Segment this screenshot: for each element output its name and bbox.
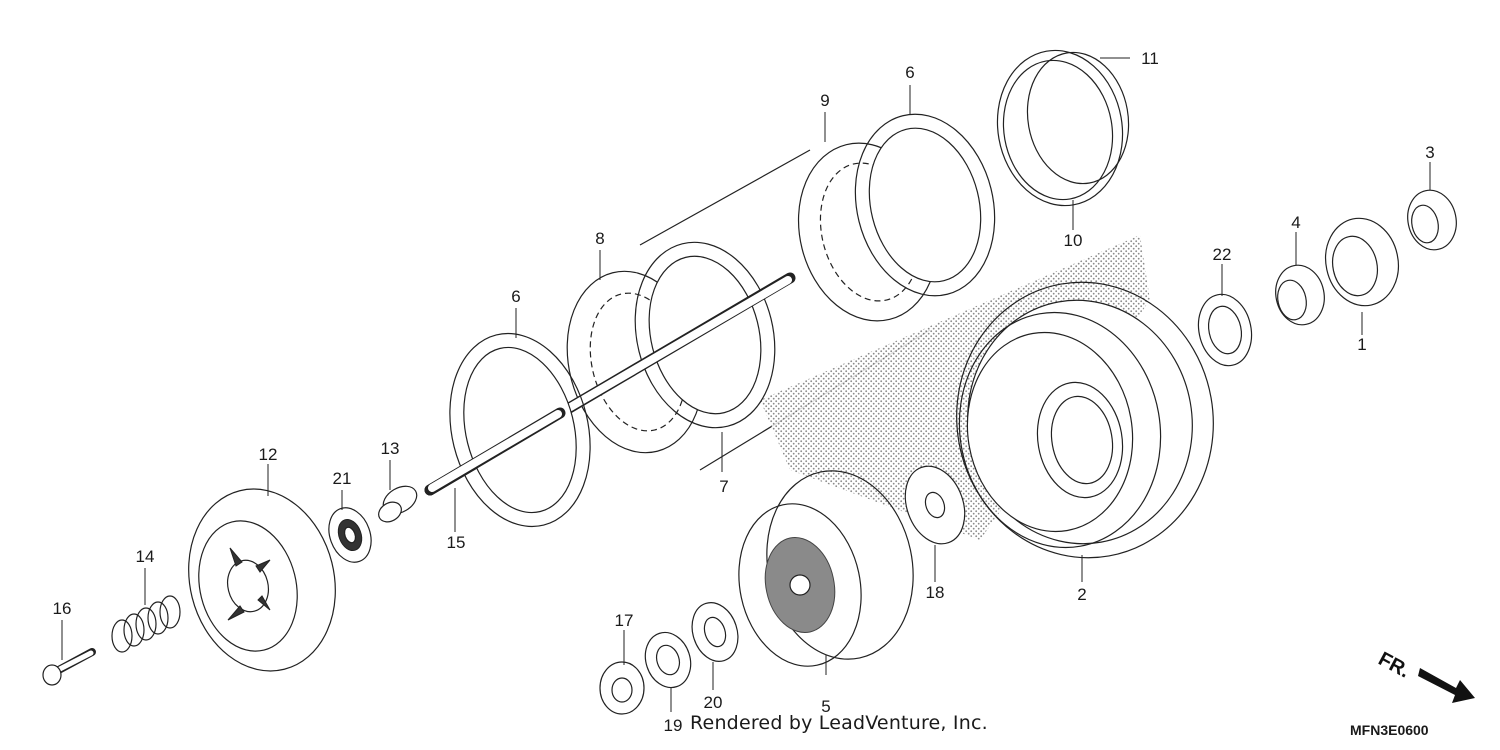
spring-14 [111, 595, 181, 653]
lifter-piece-13 [378, 485, 418, 523]
part-number-5: 5 [821, 697, 830, 716]
part-number-19: 19 [664, 716, 683, 735]
bolt-16 [42, 648, 96, 686]
part-number-15: 15 [447, 533, 466, 552]
washer-18 [904, 465, 966, 545]
front-direction-arrow-icon [1418, 668, 1475, 703]
clutch-center-hub-5 [738, 470, 914, 667]
part-number-13: 13 [381, 439, 400, 458]
leader-lines [61, 57, 1431, 712]
render-credit: Rendered by LeadVenture, Inc. [690, 712, 988, 734]
friction-disc-6-lower [424, 332, 591, 528]
part-number-4: 4 [1291, 213, 1300, 232]
washer-20 [691, 602, 739, 662]
part-number-22: 22 [1213, 245, 1232, 264]
diagram-code: MFN3E0600 [1350, 722, 1429, 738]
friction-disc-6-upper [854, 113, 996, 297]
part-number-labels: 1 2 3 4 5 6 6 7 8 9 10 11 12 13 14 15 16… [53, 49, 1435, 735]
part-number-7: 7 [719, 477, 728, 496]
friction-disc-7 [634, 241, 776, 429]
part-number-6-lower: 6 [511, 287, 520, 306]
collar-3 [1407, 189, 1457, 251]
part-number-10: 10 [1064, 231, 1083, 250]
lock-nut-17 [599, 661, 645, 715]
part-number-8: 8 [595, 229, 604, 248]
part-number-1: 1 [1357, 335, 1366, 354]
part-number-21: 21 [333, 469, 352, 488]
pressure-plate-12 [188, 488, 336, 672]
part-number-20: 20 [704, 693, 723, 712]
part-number-2: 2 [1077, 585, 1086, 604]
part-number-16: 16 [53, 599, 72, 618]
bearing-21 [328, 507, 372, 563]
part-number-17: 17 [615, 611, 634, 630]
part-number-18: 18 [926, 583, 945, 602]
part-number-9: 9 [820, 91, 829, 110]
part-number-3: 3 [1425, 143, 1434, 162]
part-number-6-upper: 6 [905, 63, 914, 82]
clutch-outer-basket [956, 281, 1214, 559]
ring-11 [996, 49, 1130, 207]
needle-bearing-22 [1197, 293, 1253, 367]
washer-19 [644, 631, 692, 689]
collar-4 [1275, 264, 1325, 326]
part-number-11: 11 [1141, 49, 1159, 68]
part-number-12: 12 [259, 445, 278, 464]
part-number-14: 14 [136, 547, 155, 566]
oil-pump-drive-sprocket-1 [1325, 217, 1399, 307]
